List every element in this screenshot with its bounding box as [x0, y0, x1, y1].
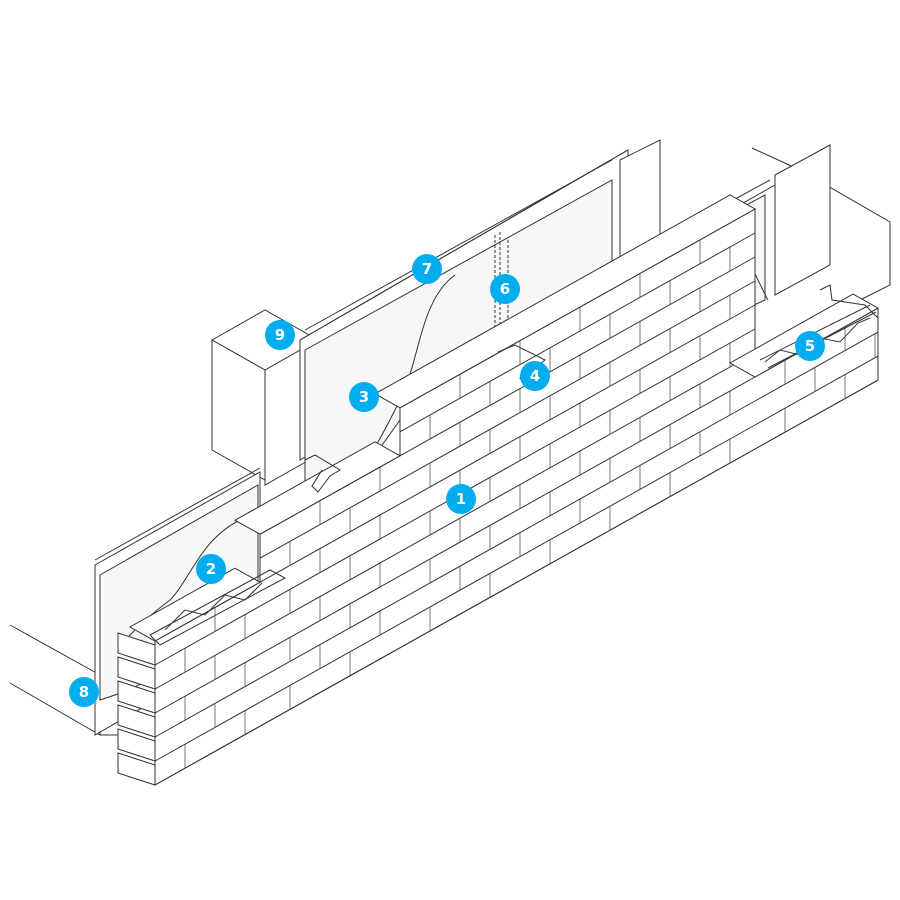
callout-8: 8 [69, 677, 99, 707]
brick-line [117, 680, 156, 714]
callout-4: 4 [520, 361, 550, 391]
brick-line [754, 379, 879, 450]
brick-line [754, 331, 879, 402]
brick-line [259, 527, 401, 607]
brick-line [399, 376, 756, 577]
brick-line [399, 352, 756, 553]
callout-1: 1 [446, 484, 476, 514]
brick-line [117, 632, 156, 666]
brick-line [154, 725, 261, 786]
callout-3: 3 [349, 382, 379, 412]
brick-line [373, 194, 757, 409]
callout-2: 2 [196, 554, 226, 584]
brick-line [128, 567, 262, 642]
brick-veneer [117, 194, 880, 786]
brick-line [154, 653, 261, 714]
brick-line [399, 424, 756, 625]
callout-7: 7 [412, 254, 442, 284]
callout-9: 9 [265, 320, 295, 350]
brick-line [259, 503, 401, 583]
brick-line [117, 704, 156, 738]
brick-line [754, 355, 879, 426]
rail-track [94, 149, 771, 561]
brick-line [259, 551, 401, 631]
brick-line [154, 605, 261, 666]
brick-line [259, 575, 401, 655]
brick-line [259, 479, 401, 559]
callout-6: 6 [490, 274, 520, 304]
brick-line [399, 448, 756, 649]
floor-slab-right [751, 147, 891, 301]
brick-line [154, 677, 261, 738]
brick-line [399, 232, 756, 433]
brick-line [233, 441, 402, 535]
brick-line [259, 599, 401, 679]
brick-line [117, 728, 156, 762]
brick-line [259, 647, 401, 727]
callout-5: 5 [795, 331, 825, 361]
brick-line [399, 304, 756, 505]
brick-line [399, 400, 756, 601]
brick-line [259, 623, 401, 703]
brick-line [399, 280, 756, 481]
brick-line [154, 701, 261, 762]
brick-line [154, 629, 261, 690]
brick-line [117, 752, 156, 786]
brick-line [117, 656, 156, 690]
brick-line [399, 256, 756, 457]
